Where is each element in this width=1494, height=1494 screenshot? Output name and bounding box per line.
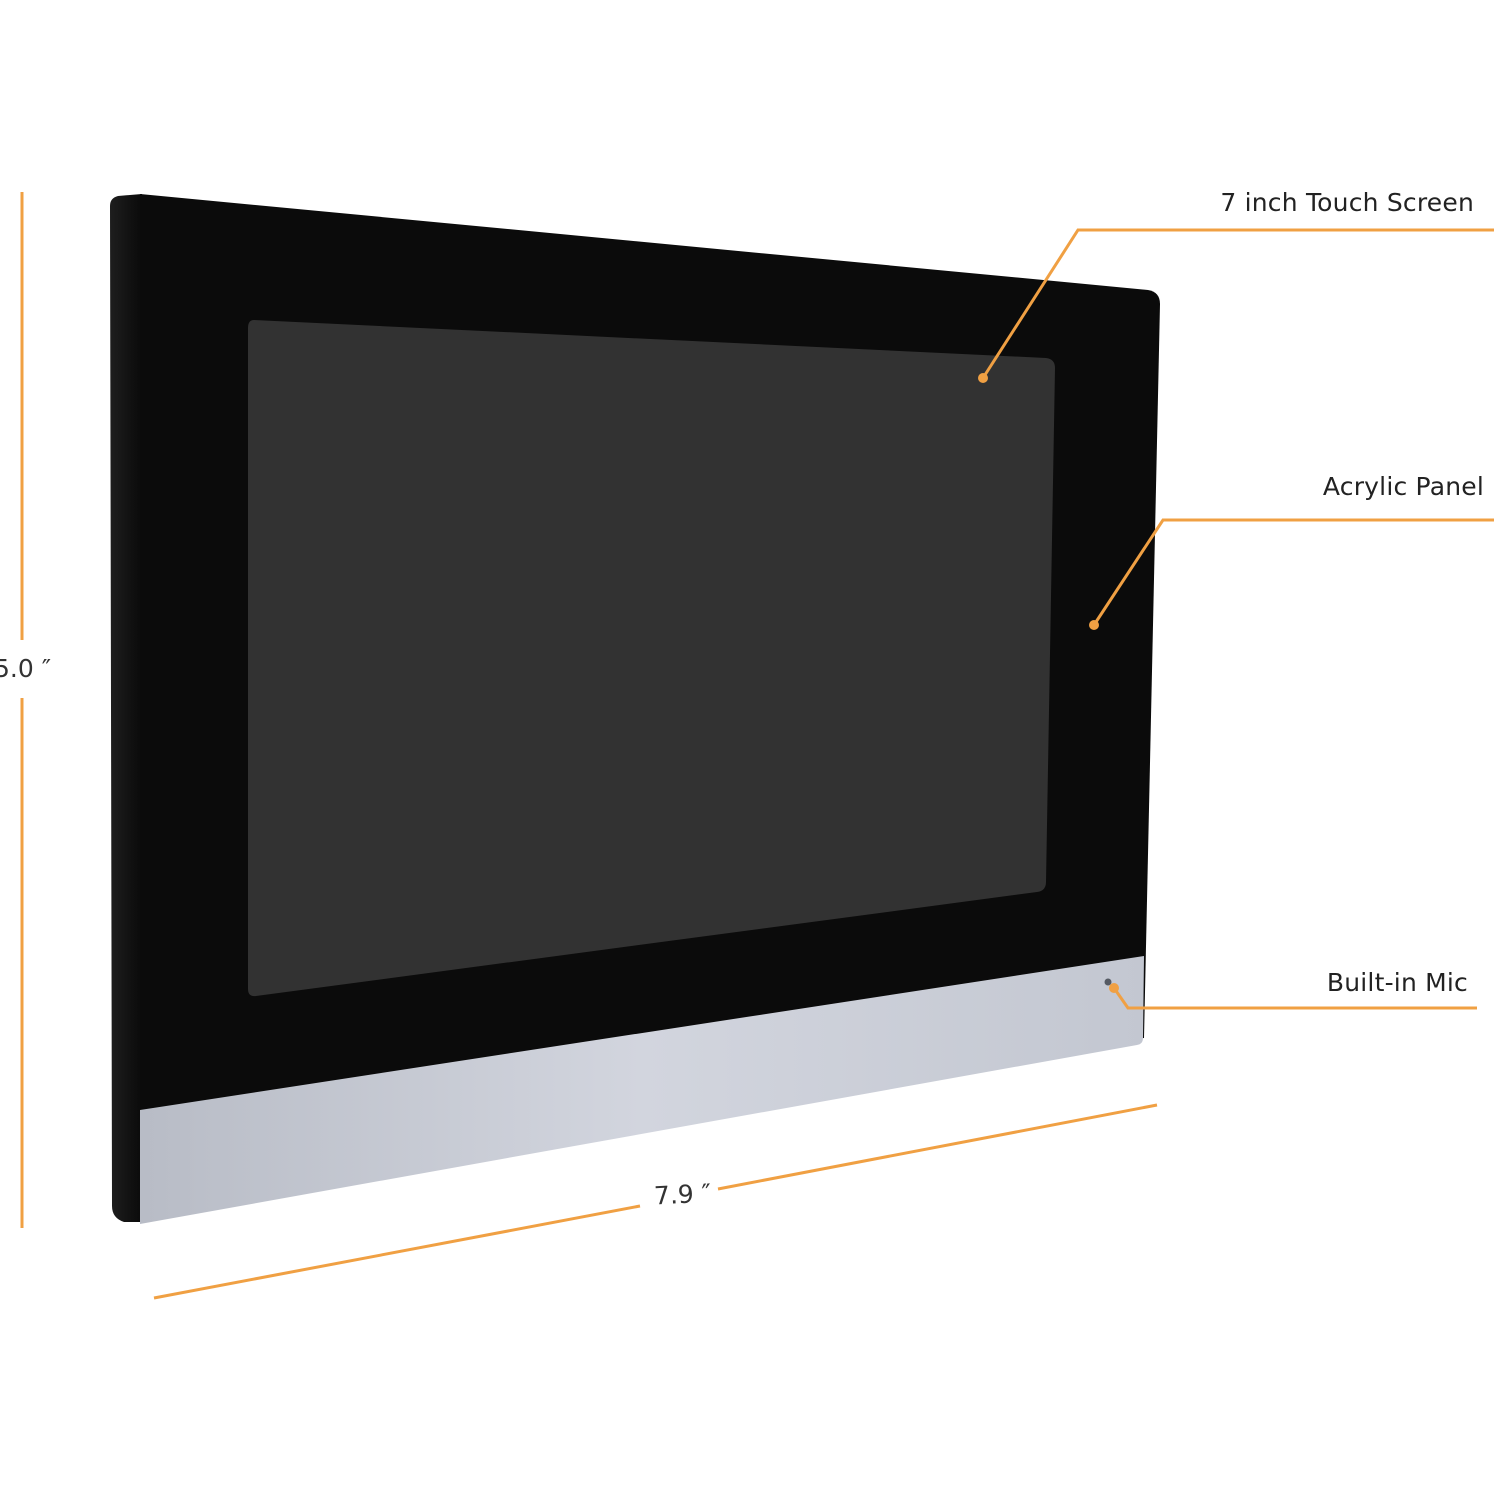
width-dimension-line-left bbox=[153, 1204, 641, 1300]
touch-screen bbox=[248, 320, 1055, 997]
callout-dot-touch-screen bbox=[978, 373, 988, 383]
device-side-edge bbox=[110, 194, 142, 1222]
callout-line-touch-screen bbox=[981, 228, 1494, 379]
height-dimension-label: 5.0 ″ bbox=[0, 654, 52, 683]
width-dimension-label: 7.9 ″ bbox=[653, 1178, 712, 1211]
mic-hole bbox=[1104, 978, 1112, 986]
callout-dot-built-in-mic bbox=[1109, 983, 1119, 993]
built-in-mic-label: Built-in Mic bbox=[1326, 968, 1468, 997]
acrylic-panel-label: Acrylic Panel bbox=[1322, 472, 1484, 501]
callout-dot-acrylic-panel bbox=[1089, 620, 1099, 630]
width-dimension-line-right bbox=[717, 1103, 1158, 1191]
callout-line-built-in-mic bbox=[1112, 987, 1477, 1010]
callout-line-acrylic-panel bbox=[1092, 518, 1494, 626]
silver-strip bbox=[140, 956, 1144, 1224]
touch-screen-label: 7 inch Touch Screen bbox=[1220, 188, 1474, 217]
